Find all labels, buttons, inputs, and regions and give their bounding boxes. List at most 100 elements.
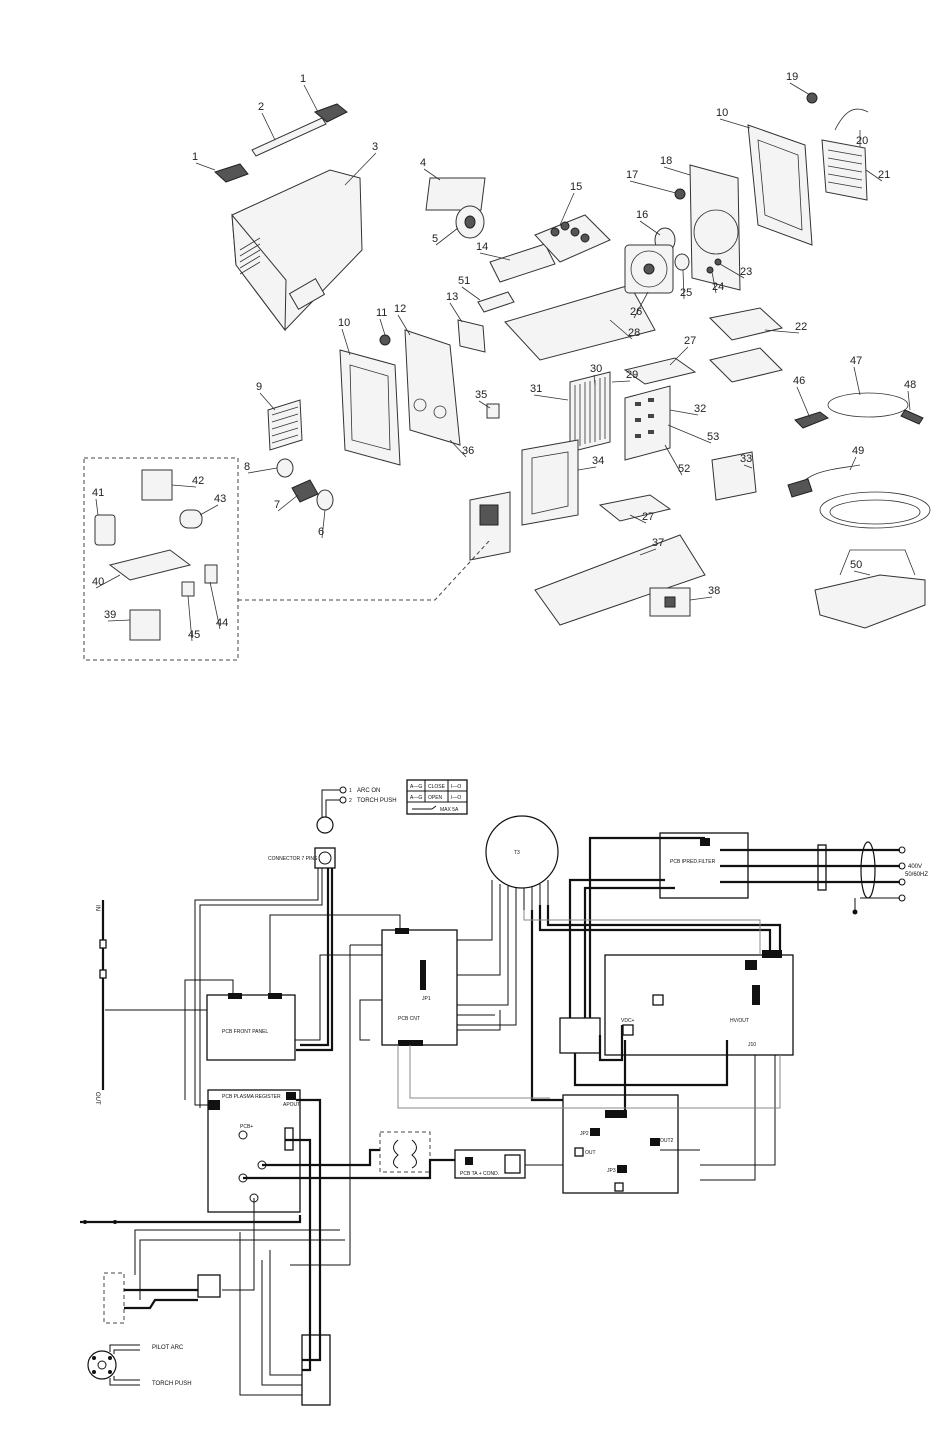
part-plug-19 bbox=[806, 92, 818, 104]
part-clamp-46 bbox=[794, 411, 830, 429]
legend-r1c3: I—O bbox=[451, 784, 461, 790]
callout-53: 53 bbox=[707, 431, 719, 443]
part-cover-label bbox=[288, 278, 326, 310]
part-handle-cap-1b bbox=[214, 163, 249, 183]
part-hf-assembly bbox=[469, 491, 511, 561]
supply-frequency: 50/60HZ bbox=[905, 872, 928, 878]
callout-18: 18 bbox=[660, 155, 672, 167]
callout-leader-27 bbox=[629, 514, 647, 524]
part-connector-7 bbox=[291, 479, 319, 503]
callout-6: 6 bbox=[318, 526, 324, 538]
callout-leader-40 bbox=[95, 574, 121, 589]
part-socket-6 bbox=[316, 489, 334, 511]
part-bushing-8 bbox=[276, 458, 294, 478]
callout-3: 3 bbox=[372, 141, 378, 153]
terminal-hv-out: HV/OUT bbox=[730, 1018, 749, 1024]
callout-41: 41 bbox=[92, 487, 104, 499]
pcb-front-panel-label: PCB FRONT PANEL bbox=[222, 1029, 268, 1035]
callout-leader-18 bbox=[663, 166, 691, 176]
part-button-35 bbox=[486, 403, 500, 419]
callout-35: 35 bbox=[475, 389, 487, 401]
callout-8: 8 bbox=[244, 461, 250, 473]
callout-46: 46 bbox=[793, 375, 805, 387]
callout-33: 33 bbox=[740, 453, 752, 465]
legend-r2c1: A—G bbox=[410, 795, 422, 801]
callout-32: 32 bbox=[694, 403, 706, 415]
callout-leader-28 bbox=[609, 319, 633, 340]
legend-max-current: MAX 5A bbox=[440, 807, 459, 813]
part-transformer-42 bbox=[141, 469, 173, 501]
callout-leader-22 bbox=[764, 329, 800, 334]
pin-2-label: TORCH PUSH bbox=[357, 798, 397, 804]
callout-leader-10 bbox=[719, 118, 751, 129]
callout-leader-4 bbox=[423, 168, 441, 181]
callout-39: 39 bbox=[104, 609, 116, 621]
callout-leader-8 bbox=[247, 467, 278, 474]
terminal-out: OUT bbox=[585, 1150, 596, 1156]
pin-2-number: 2 bbox=[349, 798, 352, 804]
callout-leader-9 bbox=[259, 392, 276, 411]
callout-45: 45 bbox=[188, 629, 200, 641]
callout-49: 49 bbox=[852, 445, 864, 457]
callout-30: 30 bbox=[590, 363, 602, 375]
part-screw-24 bbox=[706, 266, 714, 274]
callout-leader-53 bbox=[667, 424, 712, 444]
part-relay-44 bbox=[204, 564, 218, 584]
callout-leader-32 bbox=[669, 409, 699, 416]
part-plug-48 bbox=[900, 409, 924, 425]
callout-42: 42 bbox=[192, 475, 204, 487]
callout-leader-50 bbox=[853, 570, 871, 576]
pcb-front-panel bbox=[206, 994, 296, 1061]
part-frame-10-front bbox=[339, 349, 401, 466]
callout-leader-35 bbox=[478, 400, 491, 409]
callout-leader-33 bbox=[743, 464, 753, 469]
callout-51: 51 bbox=[458, 275, 470, 287]
part-frame-34 bbox=[521, 439, 579, 526]
callout-leader-15 bbox=[559, 192, 575, 226]
part-relay-45 bbox=[181, 581, 195, 597]
pcb-driver-board bbox=[562, 1094, 679, 1194]
pcb-control bbox=[381, 929, 458, 1046]
part-rear-panel-18 bbox=[689, 164, 741, 291]
wiring-diagram: 1 ARC ON 2 TORCH PUSH A—G CLOSE I—O A—G … bbox=[80, 779, 928, 1406]
pcb-control-label: PCB CNT bbox=[398, 1016, 420, 1022]
part-capacitor-43 bbox=[179, 509, 203, 529]
callout-11: 11 bbox=[376, 307, 387, 319]
callout-21: 21 bbox=[878, 169, 890, 181]
callout-leader-10 bbox=[341, 328, 351, 356]
callout-7: 7 bbox=[274, 499, 280, 511]
part-bracket-40 bbox=[108, 549, 192, 581]
part-plate-27b bbox=[598, 494, 672, 522]
part-nut-17 bbox=[674, 188, 686, 200]
callout-1: 1 bbox=[192, 151, 198, 163]
part-handle-bar-2 bbox=[251, 117, 327, 157]
callout-10: 10 bbox=[716, 107, 728, 119]
callout-22: 22 bbox=[795, 321, 807, 333]
callout-15: 15 bbox=[570, 181, 582, 193]
legend-r2c2: OPEN bbox=[428, 795, 443, 801]
part-plate-4 bbox=[425, 177, 486, 211]
callout-leader-30 bbox=[593, 374, 596, 386]
exploded-view bbox=[83, 92, 931, 661]
callout-14: 14 bbox=[476, 241, 488, 253]
transformer-t3-label: T3 bbox=[514, 850, 520, 856]
part-front-panel-12 bbox=[404, 329, 461, 446]
pcb-ta-cond-label: PCB TA + COND. bbox=[460, 1171, 499, 1177]
callout-leader-45 bbox=[187, 595, 193, 642]
callout-leader-17 bbox=[629, 180, 677, 194]
callout-27: 27 bbox=[684, 335, 696, 347]
part-cart-50 bbox=[814, 574, 926, 629]
callout-26: 26 bbox=[630, 306, 642, 318]
callout-leader-5 bbox=[435, 227, 459, 246]
callout-36: 36 bbox=[462, 445, 474, 457]
pcb-input-filter-label: PCB IPRED.FILTER bbox=[670, 859, 716, 865]
pcb-plasma-label: PCB PLASMA REGISTER bbox=[222, 1094, 281, 1100]
relay-block bbox=[197, 1274, 221, 1298]
callout-leader-2 bbox=[261, 112, 276, 141]
torch-push-label: TORCH PUSH bbox=[152, 1381, 192, 1387]
part-plate-27a bbox=[623, 357, 697, 385]
callout-27: 27 bbox=[642, 511, 654, 523]
pcb-power-board bbox=[604, 954, 794, 1056]
